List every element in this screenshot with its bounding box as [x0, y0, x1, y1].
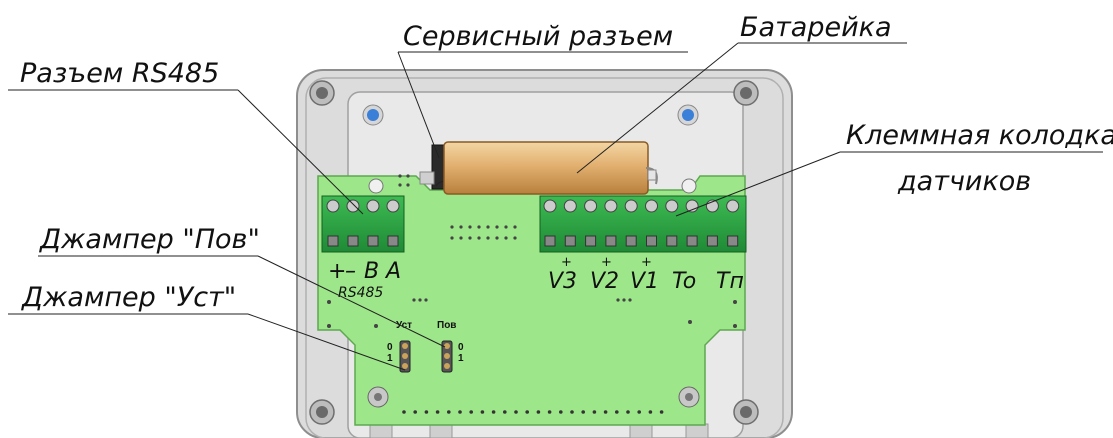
- bottom-pin: [659, 410, 664, 414]
- bottom-pin: [514, 410, 518, 414]
- callout-battery: Батарейка: [740, 12, 892, 43]
- bottom-pin: [547, 410, 552, 414]
- blue-screws: [362, 104, 699, 126]
- terminal-socket: [727, 235, 739, 247]
- terminal-socket: [605, 235, 617, 247]
- battery: [435, 141, 658, 195]
- terminal-screw: [563, 199, 577, 213]
- ust-0-label: 0: [387, 342, 393, 353]
- callout-service-connector: Сервисный разъем: [403, 21, 673, 52]
- terminal-socket: [564, 235, 576, 247]
- callout-sensor-terminal-line2: датчиков: [897, 166, 1031, 197]
- to-label: To: [672, 269, 696, 294]
- bottom-pin: [615, 410, 619, 414]
- corner-bolt-top-left: [309, 80, 335, 106]
- corner-bolts: [309, 80, 759, 425]
- jumper-pov: [441, 340, 453, 373]
- bottom-pin: [458, 410, 462, 414]
- terminal-socket: [625, 235, 637, 247]
- v3-plus-sign: +: [561, 255, 572, 270]
- bottom-pin: [570, 410, 574, 414]
- v1-plus-sign: +: [641, 255, 652, 270]
- pcb-holes: [367, 178, 700, 408]
- bottom-pin: [413, 410, 418, 414]
- bottom-pin: [559, 410, 563, 414]
- terminal-screw: [604, 199, 618, 213]
- bottom-pin: [592, 410, 597, 414]
- v2-plus-sign: +: [601, 255, 612, 270]
- jumper-ust: [399, 340, 411, 373]
- terminal-screw: [726, 199, 740, 213]
- bottom-pin: [626, 410, 630, 414]
- pov-0-label: 0: [458, 342, 464, 353]
- bottom-pin-row: [402, 410, 664, 414]
- terminal-socket: [585, 235, 597, 247]
- bottom-pin: [503, 410, 507, 414]
- corner-bolt-bottom-right: [733, 399, 759, 425]
- v3-label: V3: [548, 269, 577, 294]
- ust-1-label: 1: [387, 353, 393, 364]
- terminal-screw: [624, 199, 638, 213]
- sensor-terminal-block: [539, 195, 747, 253]
- bottom-pin: [491, 410, 496, 414]
- callout-jumper-ust: Джампер "Уст": [21, 282, 236, 313]
- bottom-pin: [637, 410, 641, 414]
- bottom-pin: [648, 410, 653, 414]
- pov-label: Пов: [437, 320, 456, 331]
- callout-jumper-pov: Джампер "Пов": [39, 224, 260, 255]
- rs485-terminal-block: [321, 195, 405, 253]
- rs485-a-label: A: [384, 259, 401, 284]
- callout-sensor-terminal-line1: Клеммная колодка: [846, 120, 1113, 151]
- rs485-name-label: RS485: [338, 285, 383, 301]
- bottom-pin: [581, 410, 585, 414]
- callout-rs485-connector: Разъем RS485: [20, 58, 219, 89]
- bottom-pin: [424, 410, 429, 414]
- bottom-pin: [447, 410, 451, 414]
- ust-label: Уст: [396, 320, 412, 331]
- terminal-socket: [706, 235, 718, 247]
- terminal-screw: [645, 199, 658, 213]
- rs485-plus-label: +: [328, 259, 346, 284]
- terminal-socket: [666, 235, 678, 247]
- terminal-socket: [544, 235, 556, 247]
- v2-label: V2: [590, 269, 619, 294]
- bottom-pin: [536, 410, 541, 414]
- service-connector: [419, 144, 445, 190]
- pcb-components: [327, 174, 737, 328]
- bottom-pin: [402, 410, 406, 414]
- bottom-pin: [603, 410, 608, 414]
- terminal-screw: [665, 199, 679, 213]
- rs485-b-label: B: [364, 259, 379, 284]
- corner-bolt-bottom-left: [309, 399, 335, 425]
- terminal-screw: [584, 199, 598, 213]
- callout-leaders: [8, 42, 1103, 371]
- terminal-socket: [686, 235, 698, 247]
- pov-1-label: 1: [458, 353, 464, 364]
- bottom-pin: [525, 410, 529, 414]
- terminal-screw: [543, 199, 557, 213]
- corner-bolt-top-right: [733, 80, 759, 106]
- bottom-pin: [469, 410, 474, 414]
- tp-label: Tп: [716, 269, 744, 294]
- v1-label: V1: [630, 269, 659, 294]
- rs485-minus-label: –: [345, 259, 356, 284]
- bottom-pin: [435, 410, 440, 414]
- terminal-socket: [646, 235, 657, 247]
- bottom-pin: [480, 410, 485, 414]
